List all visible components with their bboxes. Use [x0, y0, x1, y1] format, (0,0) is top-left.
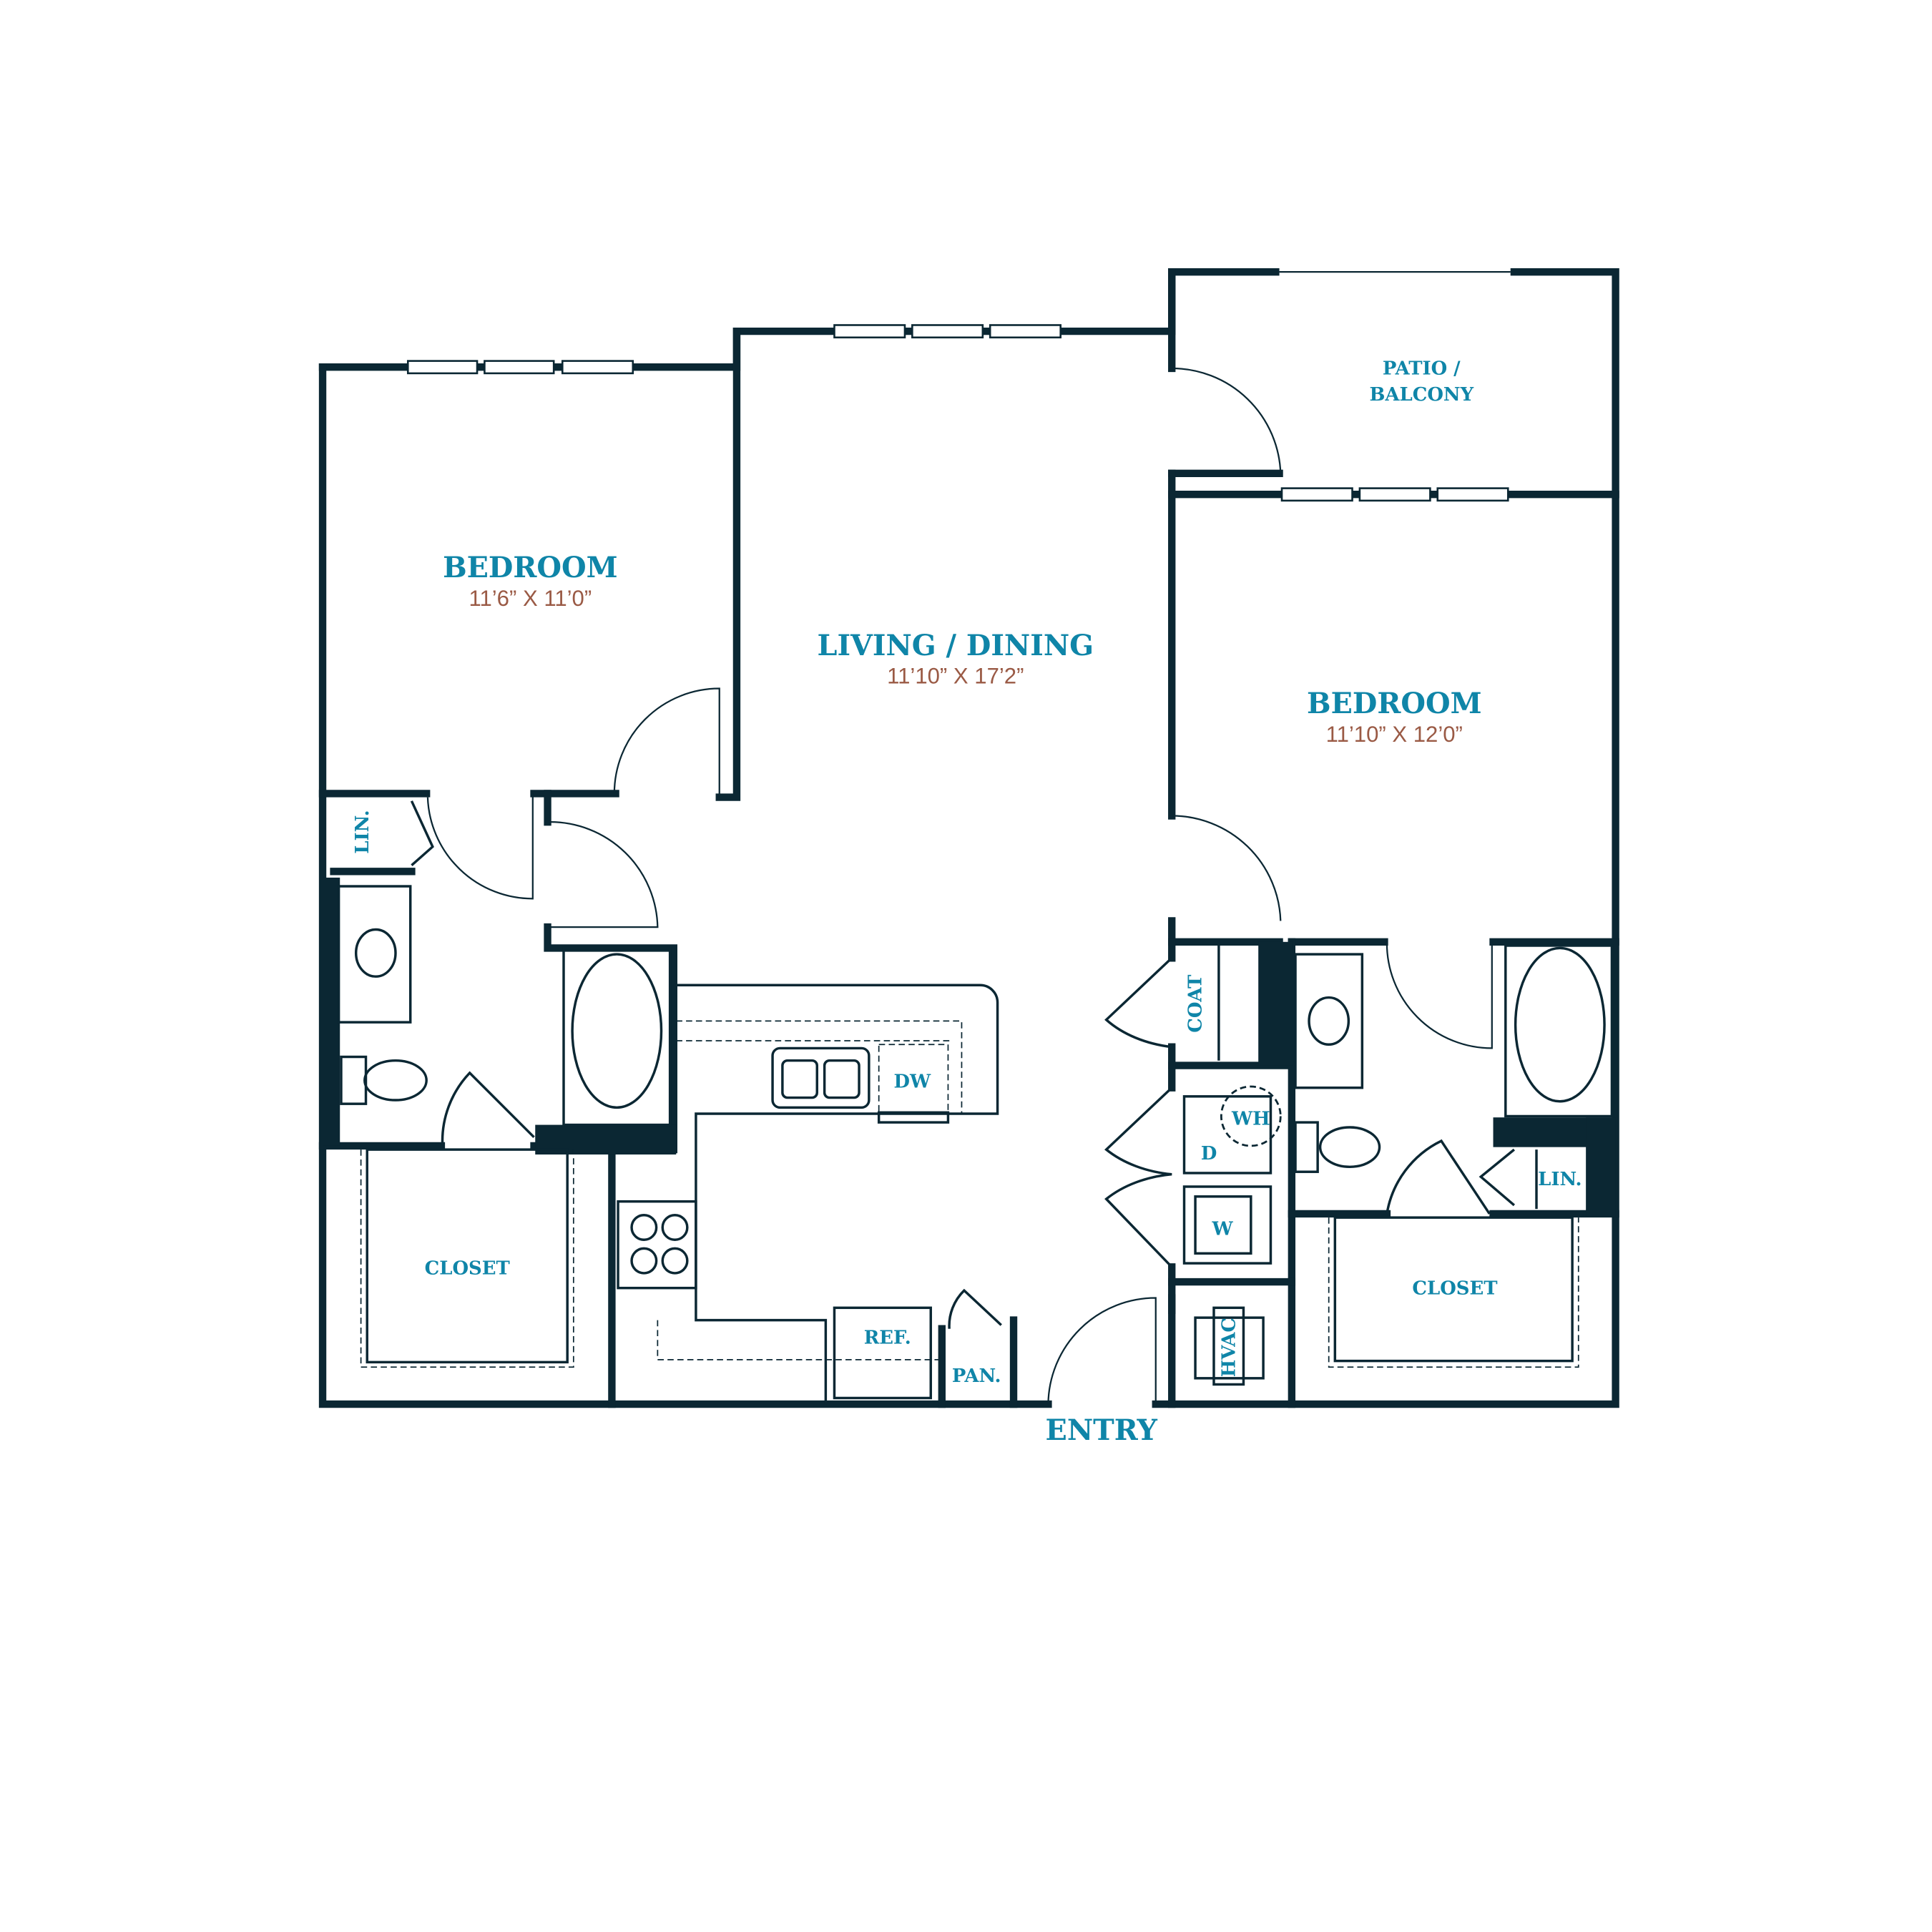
living-dining-size: 11’10” X 17’2”	[887, 664, 1024, 689]
bedroom1-label: BEDROOM	[443, 551, 618, 584]
coat-closet-label: COAT	[1185, 974, 1207, 1033]
water-heater-label: WH	[1231, 1109, 1270, 1130]
windows	[406, 267, 1511, 502]
linen-right-label: LIN.	[1538, 1169, 1582, 1190]
living-dining-label: LIVING / DINING	[818, 629, 1094, 662]
dryer-label: D	[1201, 1143, 1217, 1164]
hvac-label: HVAC	[1218, 1318, 1240, 1377]
patio-label-line1: PATIO /	[1383, 358, 1461, 380]
fixtures	[337, 885, 1614, 1405]
doors	[410, 367, 1516, 1405]
walls	[318, 268, 1619, 1408]
dishwasher-label: DW	[894, 1072, 931, 1093]
closet-left-label: CLOSET	[425, 1258, 511, 1280]
washer-label: W	[1212, 1218, 1234, 1240]
entry-label: ENTRY	[1046, 1414, 1158, 1447]
closet-right-label: CLOSET	[1412, 1278, 1498, 1299]
patio-label-line2: BALCONY	[1370, 384, 1474, 406]
pantry-label: PAN.	[952, 1365, 1001, 1387]
refrigerator-label: REF.	[864, 1327, 911, 1348]
bedroom2-size: 11’10” X 12’0”	[1326, 722, 1463, 747]
bedroom2-label: BEDROOM	[1307, 687, 1482, 720]
linen-left-label: LIN.	[352, 810, 373, 853]
bedroom1-size: 11’6” X 11’0”	[469, 586, 592, 611]
